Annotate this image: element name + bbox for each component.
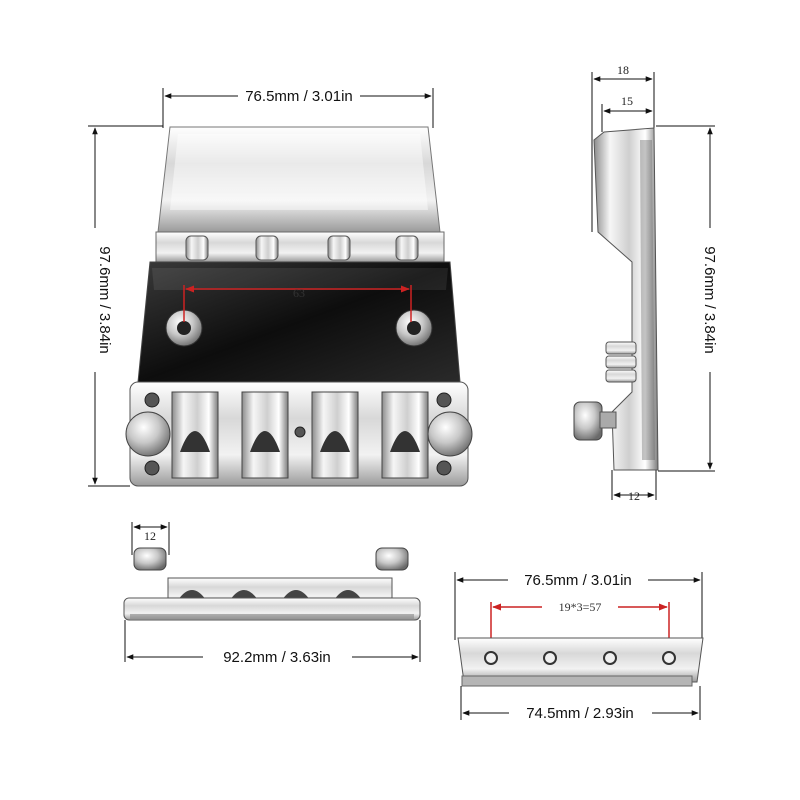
front-saddle: [171, 391, 219, 479]
front-corner-screw: [436, 392, 452, 408]
front-adjust-knob-right: [427, 411, 473, 457]
br-top-width-label: 76.5mm / 3.01in: [524, 572, 632, 589]
side-knurled-knob: [573, 401, 603, 441]
br-spacing-label: 19*3=57: [559, 600, 602, 614]
front-view: 76.5mm / 3.01in 97.6mm / 3.84in: [88, 88, 473, 487]
front-corner-screw: [144, 392, 160, 408]
front-saddle: [381, 391, 429, 479]
front-mount-hole-right: [395, 309, 433, 347]
front-width-label: 76.5mm / 3.01in: [245, 88, 353, 105]
front-corner-screw: [144, 460, 160, 476]
bl-knob-label: 12: [144, 529, 156, 543]
bottom-right-view: 76.5mm / 3.01in 19*3=57 74.5mm / 2.93in: [454, 572, 704, 722]
side-view: 18 15 97.6mm / 3.84in 12: [573, 63, 718, 503]
bl-width-label: 92.2mm / 3.63in: [223, 649, 331, 666]
side-body-shadow: [640, 140, 655, 460]
front-intonation-screw: [327, 235, 351, 261]
front-intonation-screw: [395, 235, 419, 261]
side-height-label: 97.6mm / 3.84in: [701, 246, 718, 354]
side-saddle-layer: [605, 369, 637, 383]
br-string-hole: [543, 651, 557, 665]
front-saddles: [171, 391, 429, 479]
bottom-left-view: 12 92.2mm / 3.63in: [123, 522, 421, 666]
bl-base-shadow: [130, 614, 414, 620]
side-top-outer-label: 18: [617, 63, 629, 77]
front-adjust-knob-left: [125, 411, 171, 457]
front-intonation-screw: [185, 235, 209, 261]
br-bottom-width-label: 74.5mm / 2.93in: [526, 705, 634, 722]
br-string-hole: [484, 651, 498, 665]
front-mount-hole-left: [165, 309, 203, 347]
br-string-hole: [603, 651, 617, 665]
front-saddle: [311, 391, 359, 479]
side-bottom-label: 12: [628, 489, 640, 503]
side-saddle-layer: [605, 341, 637, 355]
front-corner-screw: [436, 460, 452, 476]
front-cover-highlight: [170, 134, 428, 210]
bl-knob-left: [133, 547, 167, 571]
front-hole-spacing-label: 63: [293, 286, 305, 300]
front-saddle: [241, 391, 289, 479]
side-saddle-layer: [605, 355, 637, 369]
front-intonation-screws: [185, 235, 419, 261]
side-knob-shaft: [599, 411, 617, 429]
br-string-hole: [662, 651, 676, 665]
side-saddle-stack: [605, 341, 637, 383]
front-height-label: 97.6mm / 3.84in: [96, 246, 113, 354]
side-body-profile: [593, 127, 659, 471]
br-string-holes: [484, 651, 676, 665]
bl-knob-right: [375, 547, 409, 571]
side-top-inner-label: 15: [621, 94, 633, 108]
front-intonation-screw: [255, 235, 279, 261]
front-center-screw: [294, 426, 306, 438]
front-body-sheen: [152, 268, 448, 290]
br-plate: [457, 637, 704, 683]
br-plate-lip: [461, 675, 693, 687]
front-corner-screws: [144, 392, 452, 476]
